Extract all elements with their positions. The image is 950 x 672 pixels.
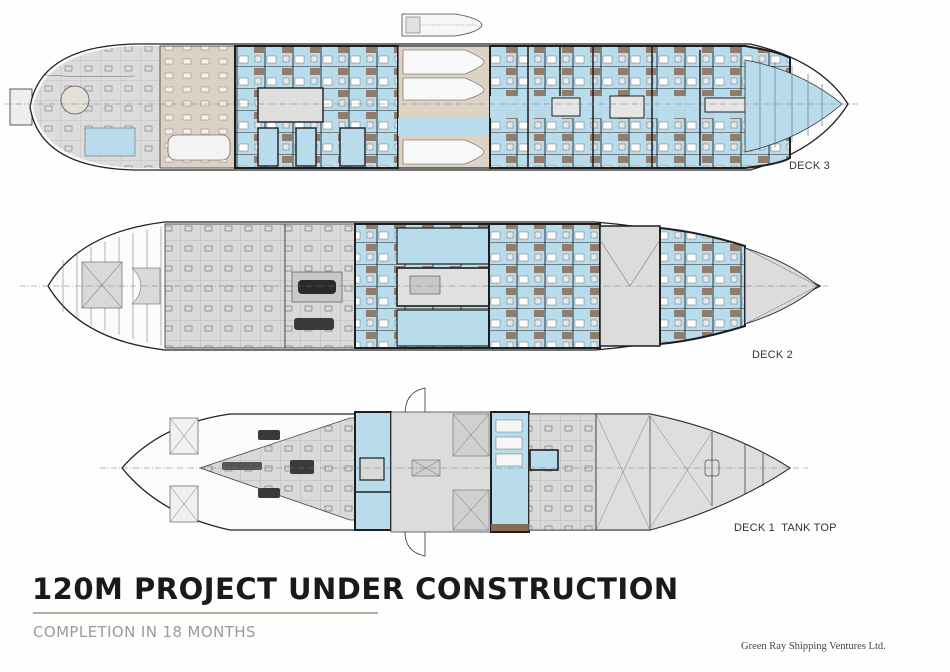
company-name: Green Ray Shipping Ventures Ltd. (741, 641, 886, 652)
deck1-plan (100, 387, 808, 557)
page-subtitle: COMPLETION IN 18 MONTHS (33, 623, 256, 641)
deck2-label: DECK 2 (752, 349, 793, 361)
deck3-plan (5, 13, 860, 171)
deck3-label: DECK 3 (789, 160, 830, 172)
title-divider (33, 612, 378, 614)
tender-boat-icon (401, 13, 483, 37)
deck1-label: DECK 1 TANK TOP (734, 522, 837, 534)
deck-plans-drawing (5, 13, 860, 557)
deck2-plan (20, 221, 828, 351)
page-title: 120M PROJECT UNDER CONSTRUCTION (32, 572, 679, 606)
